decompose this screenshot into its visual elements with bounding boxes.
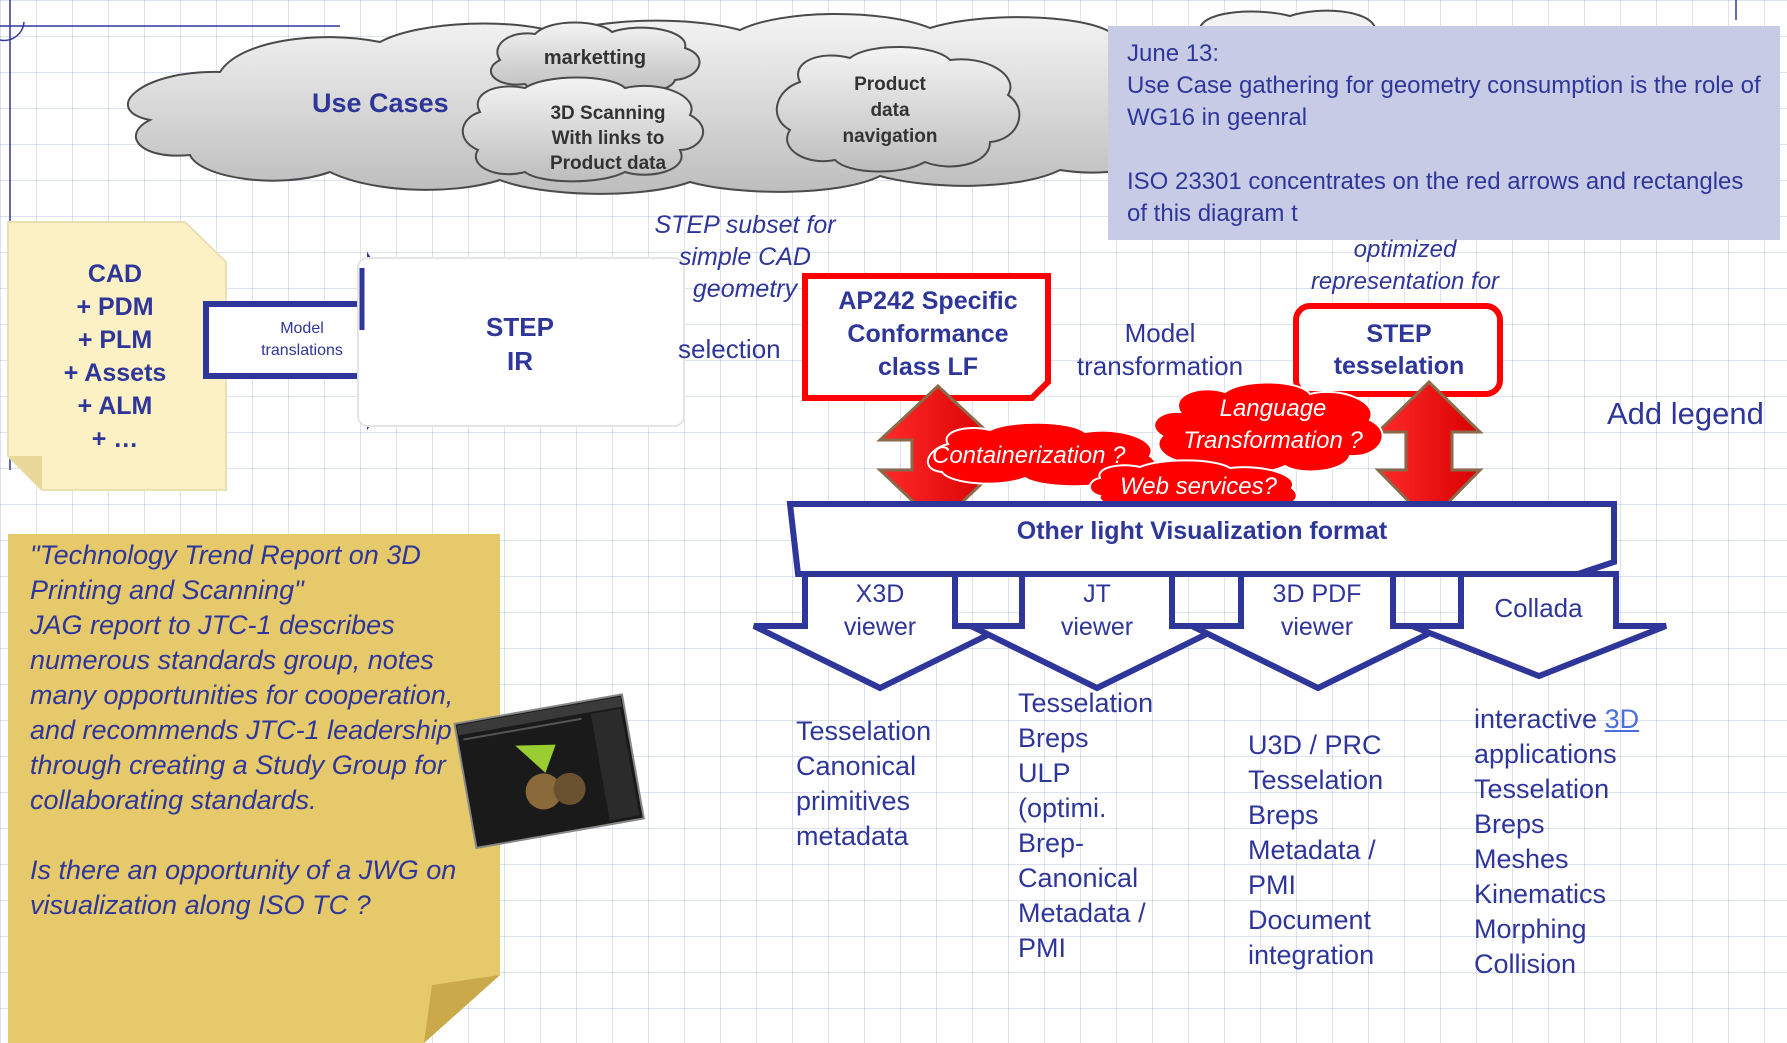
add-legend-label: Add legend (1607, 396, 1764, 431)
top-cloud-edge (1198, 9, 1377, 29)
product-nav-cloud (775, 45, 1021, 173)
model-transformation-label: Model transformation (1076, 318, 1244, 381)
note-line-3: ISO 23301 concentrates on the red arrows… (1127, 168, 1744, 227)
step-tess-label: STEP tesselation (1333, 320, 1465, 380)
pdf-viewer-label: 3D PDF viewer (1272, 580, 1362, 641)
ap242-box (802, 273, 1051, 401)
vis-format-label: Other light Visualization format (1016, 517, 1388, 545)
jt-viewer-arrow (969, 571, 1225, 692)
pdf-features: U3D / PRC Tesselation Breps Metadata / P… (1248, 730, 1384, 970)
product-nav-label: Product data navigation (842, 74, 938, 147)
scanning-cloud (461, 76, 704, 183)
sticky-note (8, 534, 500, 1043)
step-ir-label: STEP IR (486, 312, 554, 376)
note-text: June 13: Use Case gathering for geometry… (1127, 38, 1767, 230)
use-cases-label: Use Cases (312, 88, 449, 118)
step-tess-box (1293, 303, 1503, 397)
sticky-paragraph-2: Is there an opportunity of a JWG on visu… (30, 855, 457, 920)
step-ir-box (357, 257, 685, 427)
collada-features-list: applications Tesselation Breps Meshes Ki… (1474, 739, 1617, 979)
note-box (1108, 26, 1780, 240)
x3d-features: Tesselation Canonical primitives metadat… (796, 716, 932, 851)
container-label: Containerization ? (932, 442, 1126, 469)
cad-box-label: CAD + PDM + PLM + Assets + ALM + … (63, 260, 167, 453)
sticky-paragraph-1: "Technology Trend Report on 3D Printing … (30, 540, 454, 815)
jt-viewer-label: JT viewer (1060, 580, 1134, 641)
web-label: Web services? (1120, 473, 1277, 500)
marketting-label: marketting (543, 47, 647, 69)
note-line-2: Use Case gathering for geometry consumpt… (1127, 72, 1761, 131)
pdf-viewer-arrow (1190, 571, 1446, 692)
collada-arrow (1410, 571, 1668, 680)
x3d-viewer-arrow (752, 571, 1008, 692)
3d-link[interactable]: 3D (1604, 704, 1640, 734)
jt-features: Tesselation Breps ULP (optimi. Brep- Can… (1018, 688, 1154, 963)
vis-format-bar (786, 501, 1617, 577)
x3d-viewer-label: X3D viewer (843, 580, 917, 641)
collada-features-prefix: interactive (1474, 704, 1605, 734)
language-cloud (1153, 381, 1384, 475)
scanning-label: 3D Scanning With links to Product data (549, 103, 667, 174)
step-subset-label: STEP subset for simple CAD geometry (654, 211, 836, 303)
selection-label: selection (678, 334, 781, 364)
language-label: Language Transformation ? (1183, 395, 1363, 454)
collada-features: interactive 3D applications Tesselation … (1474, 702, 1639, 982)
optimized-label: optimized representation for (1310, 236, 1500, 295)
model-translations-label: Model translations (261, 320, 343, 359)
ap242-label: AP242 Specific Conformance class LF (838, 287, 1018, 381)
sticky-text: "Technology Trend Report on 3D Printing … (30, 538, 470, 923)
cad-box (7, 221, 227, 491)
note-line-1: June 13: (1127, 40, 1220, 67)
collada-label: Collada (1494, 593, 1583, 623)
collada-features-first-line: interactive 3D (1474, 702, 1639, 737)
viewer-screenshot-image (453, 693, 645, 850)
